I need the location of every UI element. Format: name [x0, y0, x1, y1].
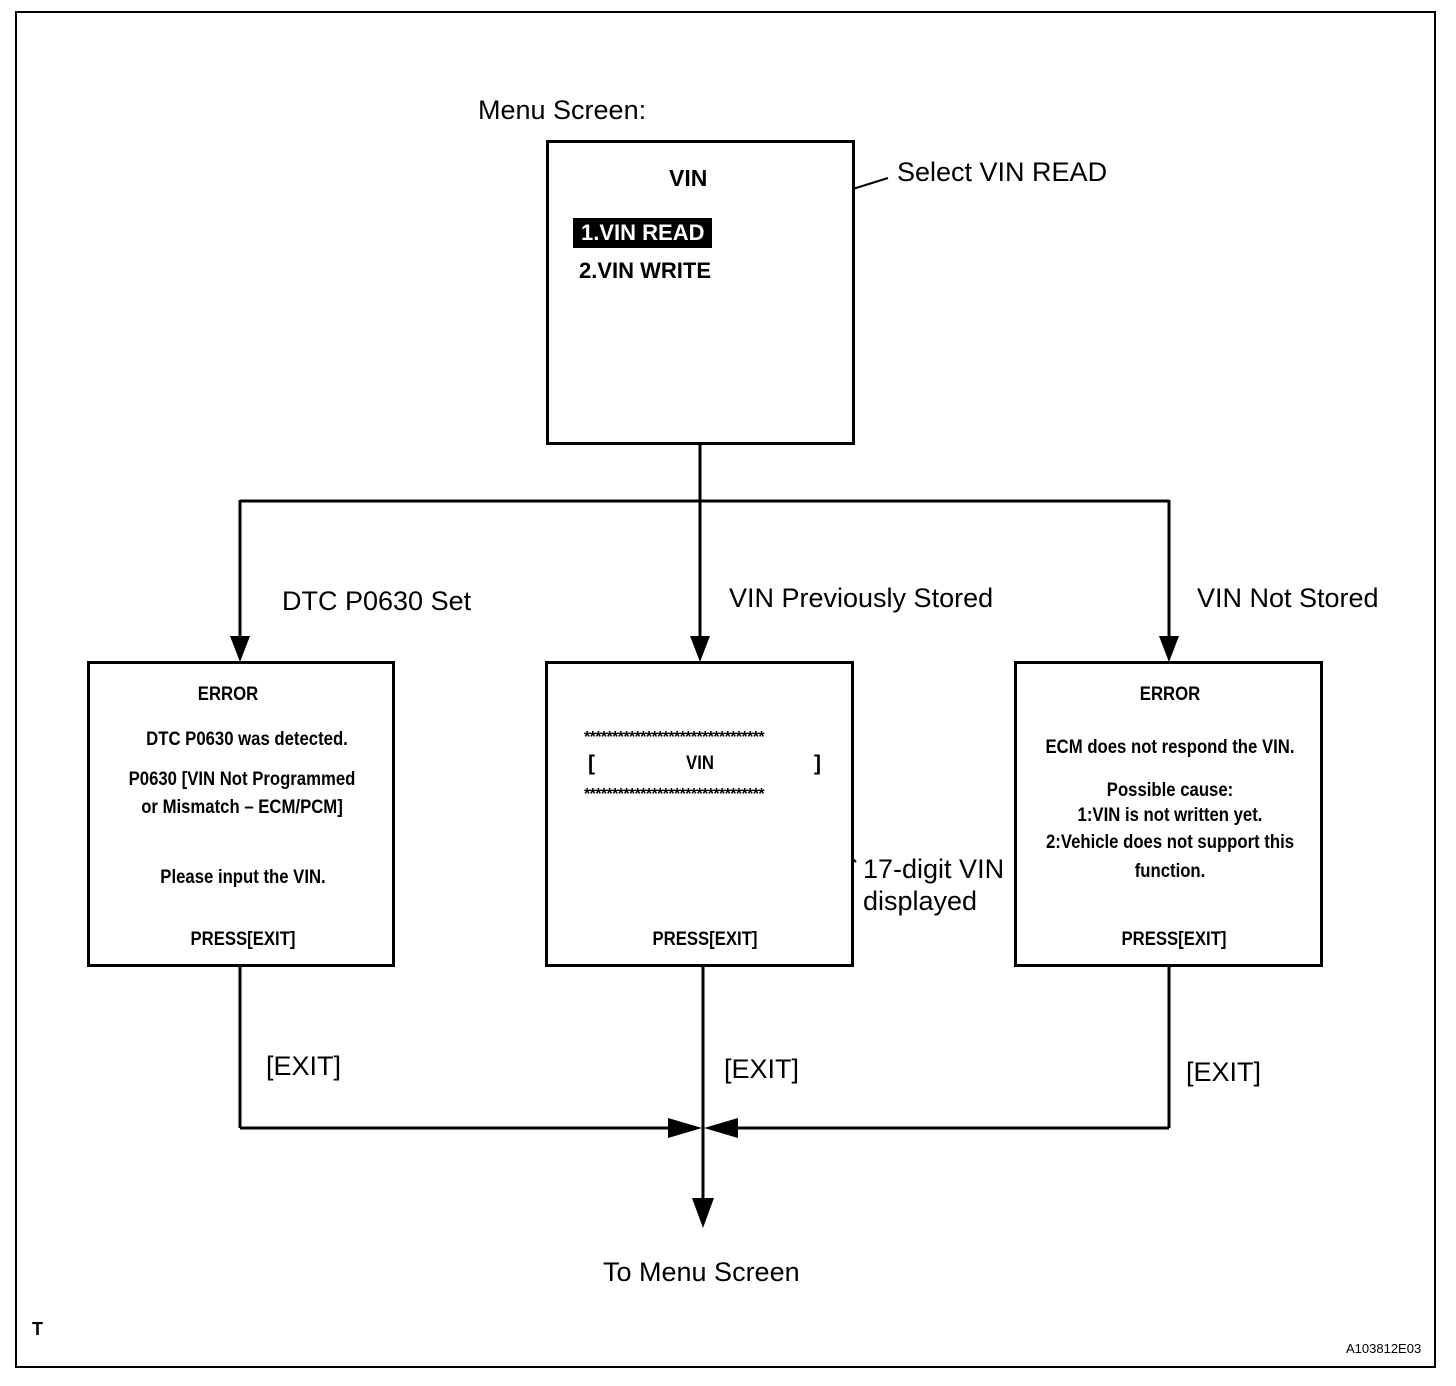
ecm-error-line2: Possible cause: [1106, 780, 1234, 801]
branch-label-right: VIN Not Stored [1197, 583, 1379, 613]
select-callout-label: Select VIN READ [897, 157, 1108, 187]
branch-label-left: DTC P0630 Set [282, 586, 472, 616]
corner-mark: T [32, 1319, 43, 1339]
dtc-error-line1: DTC P0630 was detected. [146, 729, 348, 750]
vin-bracket-open: [ [588, 752, 595, 775]
ecm-error-title: ERROR [1139, 684, 1201, 705]
right-merge-arrowhead [704, 1118, 738, 1138]
menu-item-vin-write-label: 2.VIN WRITE [579, 258, 712, 283]
dtc-error-title: ERROR [197, 684, 259, 705]
center-arrowhead [690, 636, 710, 662]
menu-item-vin-write[interactable]: 2.VIN WRITE [579, 260, 711, 282]
ecm-error-line3: 1:VIN is not written yet. [1077, 805, 1263, 826]
menu-caption: Menu Screen: [478, 95, 647, 125]
vin-screen-footer: PRESS[EXIT] [652, 929, 758, 950]
dtc-error-line2: P0630 [VIN Not Programmed [128, 769, 356, 790]
dtc-error-line4: Please input the VIN. [160, 867, 326, 888]
ecm-error-line4: 2:Vehicle does not support this [1045, 832, 1295, 853]
exit-label-right: [EXIT] [1186, 1057, 1262, 1087]
figure-id: A103812E03 [1346, 1341, 1422, 1356]
vin-bracket-close: ] [814, 752, 821, 775]
vin-stars-bottom: ******************************** [584, 786, 765, 803]
exit-label-center: [EXIT] [724, 1054, 800, 1084]
menu-screen: VIN 1.VIN READ 2.VIN WRITE [546, 140, 855, 445]
vin-callout-label-line1: 17-digit VIN [863, 854, 1005, 884]
branch-label-center: VIN Previously Stored [729, 583, 994, 613]
ecm-error-line5: function. [1134, 861, 1206, 882]
vin-not-stored-screen: ERROR ECM does not respond the VIN. Poss… [1014, 661, 1323, 967]
left-arrowhead [230, 636, 250, 662]
vin-display-screen: ******************************** [ VIN ]… [545, 661, 854, 967]
menu-item-vin-read-label: 1.VIN READ [581, 220, 705, 245]
menu-title: VIN [669, 165, 708, 191]
ecm-error-line1: ECM does not respond the VIN. [1045, 737, 1295, 758]
destination-label: To Menu Screen [603, 1257, 800, 1287]
left-merge-arrowhead [668, 1118, 702, 1138]
dtc-error-screen: ERROR DTC P0630 was detected. P0630 [VIN… [87, 661, 395, 967]
dtc-error-line3: or Mismatch – ECM/PCM] [141, 797, 343, 818]
ecm-error-footer: PRESS[EXIT] [1121, 929, 1227, 950]
menu-item-vin-read[interactable]: 1.VIN READ [573, 218, 713, 248]
destination-arrowhead [692, 1198, 714, 1228]
exit-label-left: [EXIT] [266, 1051, 342, 1081]
figure-frame [15, 11, 1436, 1368]
vin-value: VIN [686, 753, 714, 774]
right-arrowhead [1159, 636, 1179, 662]
dtc-error-footer: PRESS[EXIT] [190, 929, 296, 950]
vin-stars-top: ******************************** [584, 729, 765, 746]
vin-callout-label-line2: displayed [863, 886, 978, 916]
